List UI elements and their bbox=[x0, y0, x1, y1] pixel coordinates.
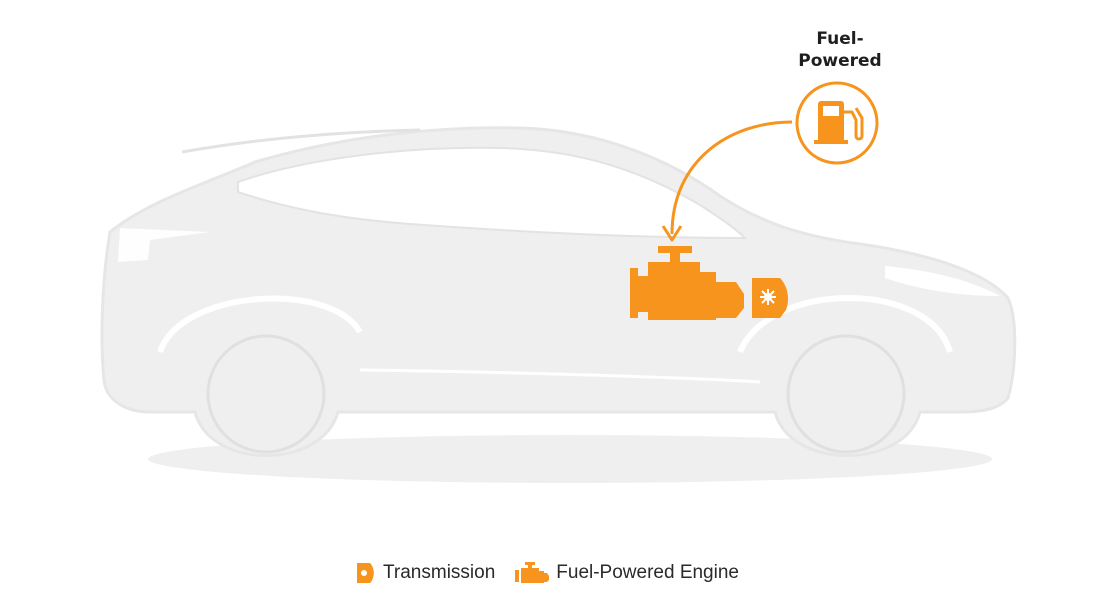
legend-item-transmission: Transmission bbox=[356, 562, 495, 584]
rear-wheel bbox=[206, 334, 326, 454]
legend-item-engine: Fuel-Powered Engine bbox=[515, 562, 739, 584]
callout-arrow bbox=[670, 120, 793, 235]
rear-wheel-arch bbox=[157, 295, 363, 354]
car-window bbox=[237, 146, 748, 240]
ground-shadow bbox=[148, 435, 992, 483]
car-headlight bbox=[885, 266, 1000, 296]
car-tail-light bbox=[118, 228, 210, 262]
transmission-icon bbox=[357, 563, 374, 583]
fuel-pump-icon bbox=[795, 81, 879, 165]
front-wheel bbox=[786, 334, 906, 454]
callout-arrowhead bbox=[661, 225, 683, 242]
legend-label-transmission: Transmission bbox=[383, 562, 496, 583]
callout-title: Fuel- Powered bbox=[760, 28, 920, 72]
legend: Transmission Fuel-Powered Engine bbox=[0, 558, 1095, 588]
transmission-icon bbox=[752, 278, 788, 318]
car-roof-line bbox=[181, 128, 421, 154]
engine-icon bbox=[515, 562, 550, 583]
car-side-crease bbox=[359, 368, 761, 384]
engine-icon bbox=[630, 246, 744, 320]
callout-title-line-1: Fuel- bbox=[816, 29, 864, 49]
callout-title-line-2: Powered bbox=[798, 51, 882, 71]
legend-label-engine: Fuel-Powered Engine bbox=[556, 562, 739, 583]
car-silhouette bbox=[100, 126, 1017, 457]
front-wheel-arch bbox=[737, 295, 953, 354]
